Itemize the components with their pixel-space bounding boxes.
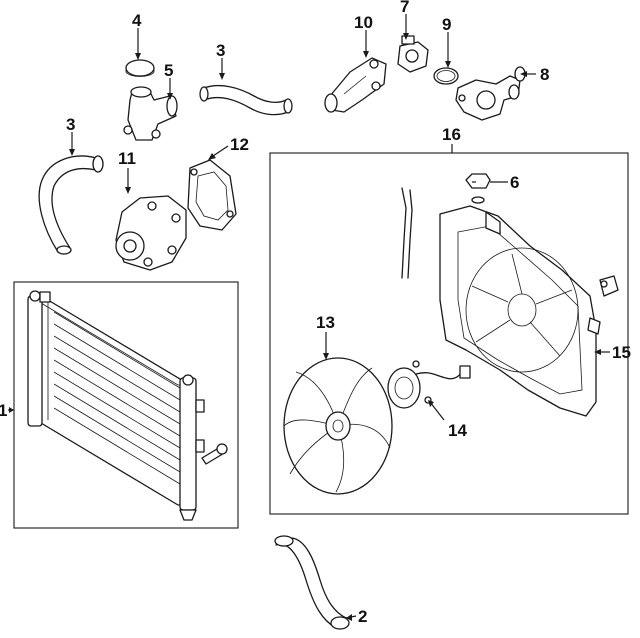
callout-3-bypass-hose: 3 <box>216 41 225 60</box>
drain-plug-part <box>201 443 228 465</box>
bypass-hose-part <box>203 84 289 116</box>
overflow-tube-part <box>401 187 413 279</box>
outlet-housing-part <box>455 66 526 121</box>
callout-2: 2 <box>358 607 367 626</box>
o-ring-part <box>433 67 459 85</box>
callout-10: 10 <box>354 13 373 32</box>
radiator-group-box <box>13 281 239 529</box>
callout-3-upper-hose: 3 <box>66 115 75 134</box>
callout-16: 16 <box>442 125 461 144</box>
callout-6: 6 <box>510 173 519 192</box>
fan-motor-part <box>387 360 471 409</box>
cap-part <box>125 59 155 77</box>
callout-14: 14 <box>448 421 467 440</box>
leader-arrowheads <box>9 33 601 621</box>
water-pump-part <box>115 195 187 271</box>
callout-4: 4 <box>132 11 142 30</box>
gasket-part <box>187 159 237 231</box>
callout-11: 11 <box>118 149 136 168</box>
callout-7: 7 <box>400 0 409 16</box>
fan-shroud-group-box <box>269 152 629 515</box>
thermostat-part <box>397 35 429 73</box>
callout-13: 13 <box>316 313 335 332</box>
cooling-fan-part <box>283 357 393 495</box>
callout-15: 15 <box>612 343 631 362</box>
callout-12: 12 <box>230 135 249 154</box>
reservoir-cap-part <box>465 173 491 204</box>
radiator-part <box>27 290 205 521</box>
fan-shroud-part <box>439 205 619 417</box>
callout-1: 1 <box>0 401 7 420</box>
thermostat-housing-part <box>324 57 387 113</box>
upper-hose-left-part <box>38 155 97 253</box>
callout-9: 9 <box>442 15 451 34</box>
callout-5: 5 <box>164 61 173 80</box>
callout-8: 8 <box>540 65 549 84</box>
filler-neck-part <box>123 86 178 141</box>
lower-hose-part <box>275 537 347 629</box>
